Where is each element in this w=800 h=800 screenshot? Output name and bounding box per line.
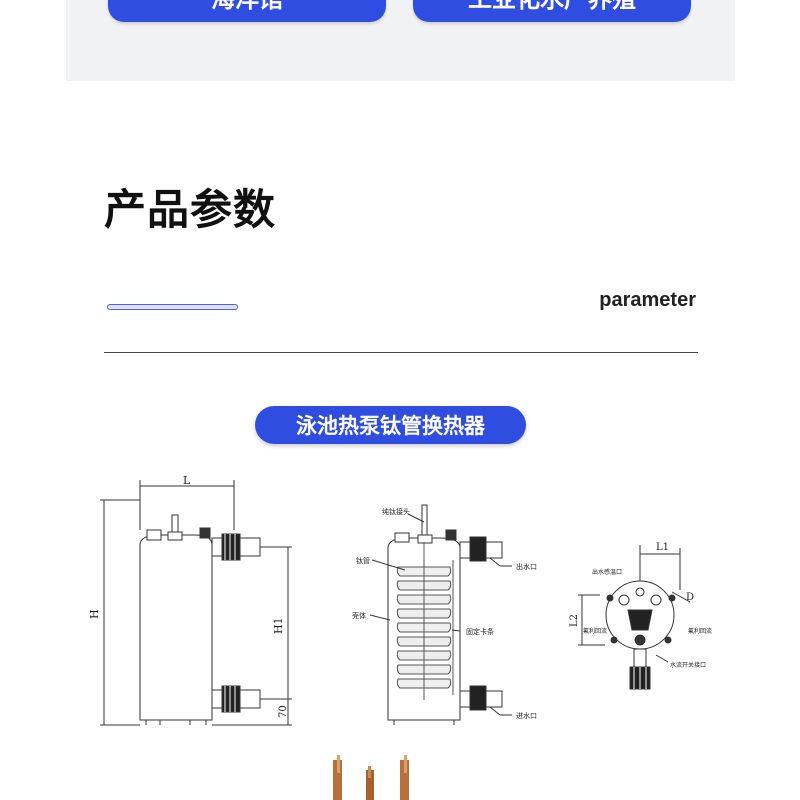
technical-drawing: L H H1 70	[88, 474, 712, 800]
label-titanium-tube: 钛管	[356, 556, 370, 565]
label-refrigerant-right: 氟利回流	[688, 627, 712, 635]
category-button-aquaculture[interactable]: 工业化水产养殖	[413, 0, 691, 22]
section-subtitle: parameter	[599, 289, 696, 311]
dim-label-70: 70	[278, 705, 289, 718]
dim-label-H1: H1	[272, 617, 285, 634]
label-flow-switch: 水流开关接口	[670, 661, 706, 669]
section-title: 产品参数	[104, 185, 277, 234]
product-photo-partial	[333, 755, 409, 800]
dim-label-D: D	[686, 592, 694, 603]
drawing-middle	[369, 504, 512, 725]
dim-label-L2: L2	[569, 614, 580, 627]
label-outlet: 出水口	[516, 562, 537, 571]
section-divider	[104, 352, 698, 353]
drawing-right	[578, 545, 691, 690]
product-caption: 泳池热泵钛管换热器	[255, 406, 526, 444]
label-inlet: 进水口	[516, 711, 537, 720]
category-button-aquarium[interactable]: 海洋馆	[108, 0, 386, 22]
dim-label-H: H	[88, 609, 101, 619]
accent-bar	[107, 304, 238, 310]
label-refrigerant-left: 氟利回流	[583, 627, 607, 635]
category-button-label: 工业化水产养殖	[468, 0, 636, 14]
label-shell: 壳体	[352, 611, 366, 620]
label-fixing-strip: 固定卡条	[466, 627, 494, 636]
label-outlet-sensor: 出水感温口	[592, 568, 622, 576]
category-button-label: 海洋馆	[211, 0, 283, 14]
dim-label-L: L	[183, 474, 191, 487]
drawing-left	[100, 480, 292, 726]
label-titanium-joint: 纯钛接头	[382, 507, 410, 516]
dim-label-L1: L1	[656, 542, 669, 553]
